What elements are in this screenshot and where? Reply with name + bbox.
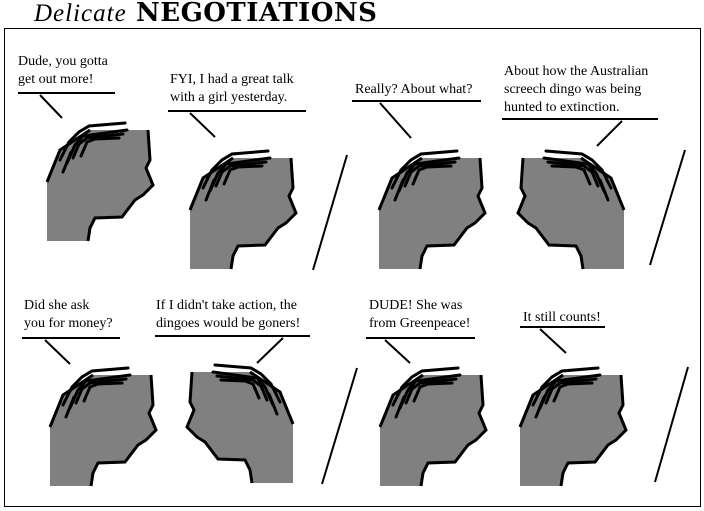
caption-panel-3: Really? About what? xyxy=(355,82,473,97)
panel-dividers xyxy=(312,149,689,485)
head-3 xyxy=(377,149,487,271)
heads xyxy=(45,121,628,488)
caption-lines xyxy=(18,92,658,365)
head-4 xyxy=(516,149,626,271)
title-main: NEGOTIATIONS xyxy=(136,0,378,28)
caption-panel-8: It still counts! xyxy=(523,310,601,325)
head-5 xyxy=(48,366,158,488)
head-2 xyxy=(188,149,298,271)
panel-border xyxy=(4,28,701,507)
head-6 xyxy=(185,363,295,485)
caption-panel-6: If I didn't take action, the dingoes wou… xyxy=(156,298,301,331)
title-prefix: Delicate xyxy=(34,0,127,27)
caption-panel-1: Dude, you gotta get out more! xyxy=(18,54,108,87)
caption-panel-2: FYI, I had a great talk with a girl yest… xyxy=(170,72,294,105)
caption-panel-7: DUDE! She was from Greenpeace! xyxy=(369,298,471,331)
head-8 xyxy=(518,366,628,488)
caption-panel-5: Did she ask you for money? xyxy=(24,298,113,331)
head-1 xyxy=(45,121,155,243)
head-7 xyxy=(378,366,488,488)
caption-panel-4: About how the Australian screech dingo w… xyxy=(504,64,649,115)
